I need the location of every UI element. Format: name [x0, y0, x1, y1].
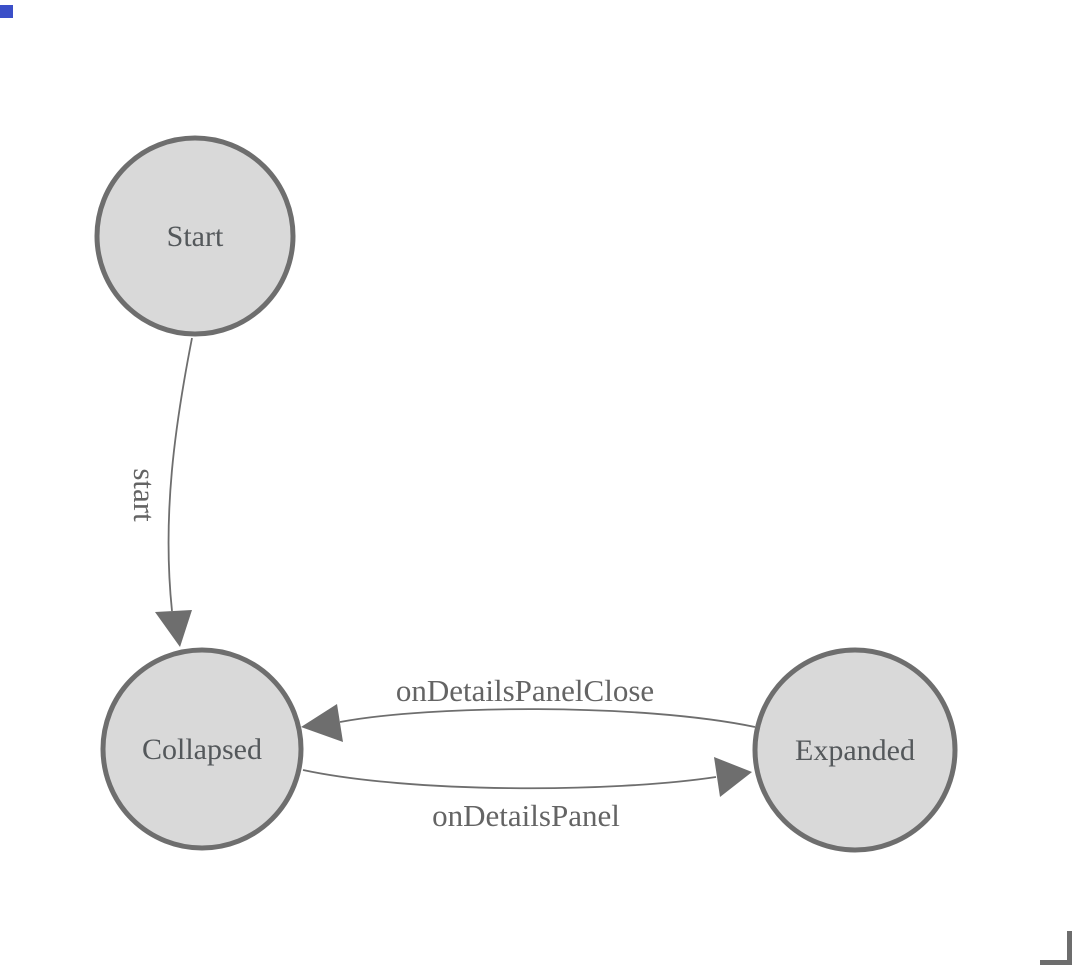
edge-expanded-to-collapsed-line — [339, 708, 756, 728]
arrowhead-into-collapsed-top — [155, 610, 192, 647]
top-left-blue-marker — [0, 5, 13, 18]
edge-collapsed-to-expanded-line — [302, 769, 717, 790]
state-node-expanded: Expanded — [752, 647, 958, 853]
edge-expanded-to-collapsed: onDetailsPanelClose — [301, 673, 756, 742]
edge-label-start: start — [127, 468, 162, 522]
arrowhead-into-expanded-left — [714, 757, 752, 797]
state-node-collapsed-label: Collapsed — [142, 733, 262, 766]
horizontal-scrollbar-thumb[interactable] — [1040, 960, 1072, 965]
state-node-expanded-label: Expanded — [795, 734, 915, 767]
edge-start-to-collapsed: start — [127, 337, 193, 647]
edge-label-ondetailspanel: onDetailsPanel — [432, 798, 620, 833]
state-node-collapsed: Collapsed — [100, 647, 304, 851]
state-node-expanded-circle — [752, 647, 958, 853]
edge-label-ondetailspanelclose: onDetailsPanelClose — [396, 673, 654, 708]
edge-start-to-collapsed-line — [167, 337, 193, 612]
arrowhead-into-collapsed-right — [301, 704, 343, 742]
edge-collapsed-to-expanded: onDetailsPanel — [302, 757, 752, 833]
state-node-start: Start — [94, 135, 296, 337]
vertical-scrollbar-thumb[interactable] — [1067, 931, 1072, 962]
state-node-start-circle — [94, 135, 296, 337]
state-node-start-label: Start — [167, 220, 224, 253]
state-node-collapsed-circle — [100, 647, 304, 851]
